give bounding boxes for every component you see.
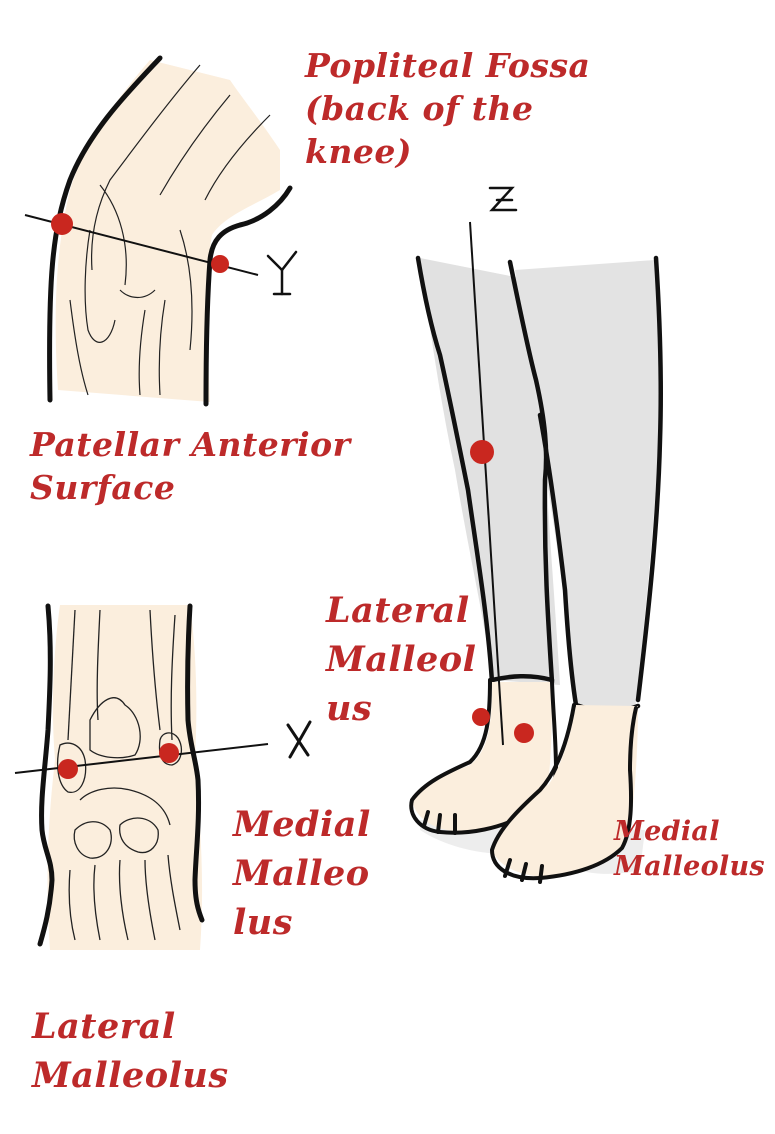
knee-sketch-lines bbox=[69, 64, 271, 396]
right-foot-outline bbox=[489, 703, 638, 884]
z-axis-icon bbox=[488, 186, 518, 212]
left-foot-skin bbox=[412, 682, 552, 831]
patellar-anterior-marker bbox=[51, 213, 73, 235]
medial-malleolus-leg-label: Medial Malleolus bbox=[614, 816, 765, 882]
knee-outline-right bbox=[203, 185, 293, 407]
popliteal-fossa-label: Popliteal Fossa (back of the knee) bbox=[305, 46, 591, 171]
lateral-malleolus-ankle-marker bbox=[58, 759, 78, 779]
lateral-malleolus-ankle-label: Lateral Malleolus bbox=[32, 1006, 229, 1096]
ankle-axis-line bbox=[14, 743, 269, 774]
lateral-malleolus-leg-label: Lateral Malleol us bbox=[326, 590, 477, 729]
medial-malleolus-ankle-label: Medial Malleo lus bbox=[233, 804, 371, 943]
x-axis-icon bbox=[286, 720, 312, 759]
knee-illustration bbox=[24, 55, 298, 407]
lateral-malleolus-leg-marker bbox=[472, 708, 490, 726]
legs-illustration bbox=[409, 186, 664, 884]
knee-outline-left bbox=[47, 55, 163, 403]
ankle-illustration bbox=[14, 603, 312, 950]
knee-skin bbox=[55, 60, 280, 402]
medial-malleolus-leg-marker bbox=[514, 723, 534, 743]
pants-right-leg bbox=[515, 260, 661, 710]
popliteal-fossa-marker bbox=[211, 255, 229, 273]
patellar-anterior-surface-label: Patellar Anterior Surface bbox=[30, 425, 351, 507]
ankle-outline-right bbox=[185, 603, 205, 923]
leg-axis-line bbox=[469, 221, 504, 746]
medial-malleolus-ankle-marker bbox=[159, 743, 179, 763]
ankle-bone-sketch bbox=[57, 609, 183, 941]
y-axis-icon bbox=[266, 250, 298, 296]
right-foot-skin bbox=[492, 705, 638, 877]
ankle-skin bbox=[47, 605, 203, 950]
ankle-outline-left bbox=[37, 603, 55, 947]
shin-marker bbox=[470, 440, 494, 464]
pants-left-leg bbox=[420, 258, 560, 685]
